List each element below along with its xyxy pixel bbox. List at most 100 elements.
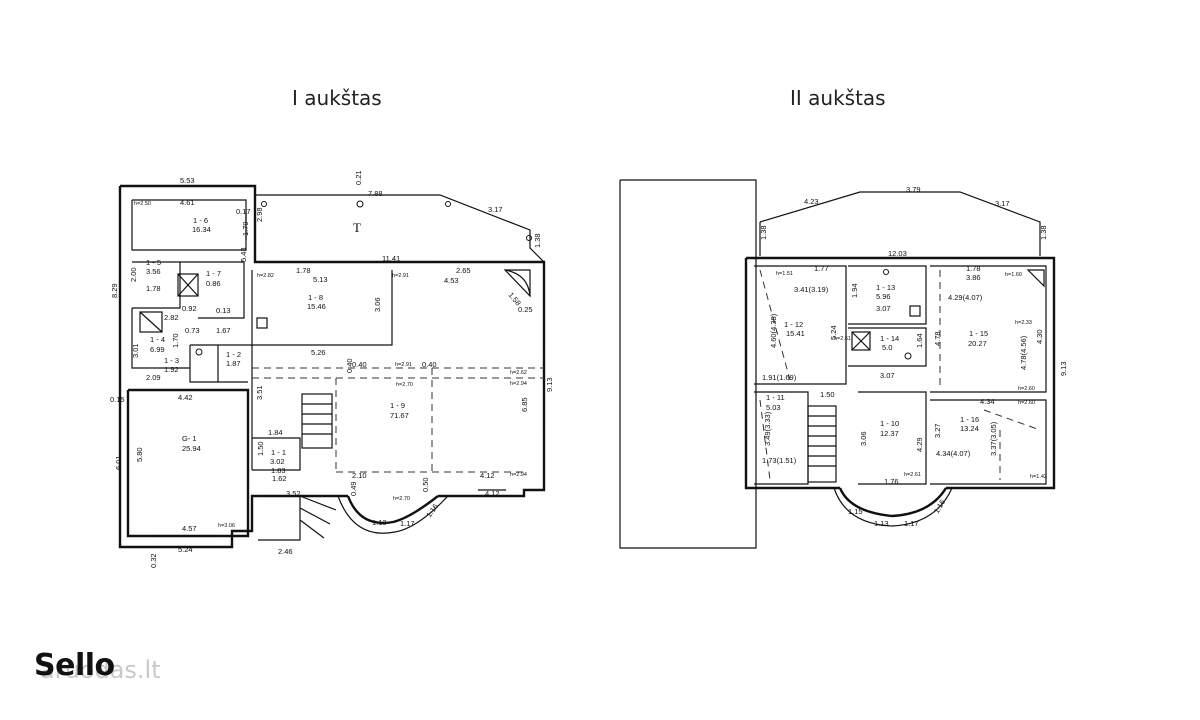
room-1-2-id: 1 - 2	[226, 350, 241, 359]
room-1-7-id: 1 - 7	[206, 269, 221, 278]
dimension: 3.07	[880, 371, 895, 380]
dimension: 1.67	[216, 326, 231, 335]
room-1-6-area: 16.34	[192, 225, 211, 234]
dimension: 1.62	[272, 474, 287, 483]
dimension: 0.92	[182, 304, 197, 313]
height-note: h=2.62	[510, 370, 527, 376]
dimension: 0.32	[149, 553, 158, 568]
dimension: 1.38	[533, 233, 542, 248]
height-note: h=2.33	[1015, 320, 1032, 326]
dimension: 3.06	[373, 297, 382, 312]
dimension: 5.26	[311, 348, 326, 357]
room-1-3-area: 1.92	[164, 365, 179, 374]
dimension: 4.60(4.38)	[769, 313, 778, 348]
dimension: 2.09	[146, 373, 161, 382]
dimension: 12.03	[888, 249, 907, 258]
dimension: 1.38	[759, 225, 768, 240]
dimension: 4.42	[178, 393, 193, 402]
room-1-3-id: 1 - 3	[164, 356, 179, 365]
dimension: 0.50	[421, 477, 430, 492]
room-1-2-area: 1.87	[226, 359, 241, 368]
room-1-4-area: 6.99	[150, 345, 165, 354]
room-1-16-id: 1 - 16	[960, 415, 979, 424]
dimension: 1.78	[296, 266, 311, 275]
dimension: 4.57	[182, 524, 197, 533]
height-note: h=2.94	[510, 472, 527, 478]
dimension: 3.52	[286, 489, 301, 498]
dimension: 5.24	[829, 325, 838, 340]
dimension: 1.73(1.51)	[762, 456, 797, 465]
dimension: 3.17	[488, 205, 503, 214]
dimension: 9.13	[545, 377, 554, 392]
dimension: 0.40	[422, 360, 437, 369]
height-note: h=1.51	[776, 271, 793, 277]
height-note: h=2.70	[393, 496, 410, 502]
dimension: 8.29	[110, 283, 119, 298]
room-g-1-area: 25.94	[182, 444, 201, 453]
dimension: 9.13	[1059, 361, 1068, 376]
floor-2-title: II aukštas	[790, 86, 886, 110]
dimension: 4.61	[180, 198, 195, 207]
terrace-label: T	[353, 220, 361, 235]
dimension: 1.84	[268, 428, 283, 437]
height-note: h=1.42	[1030, 474, 1047, 480]
room-1-1-area: 3.02	[270, 457, 285, 466]
dimension: 3.79	[906, 185, 921, 194]
dimension: 0.40	[352, 360, 367, 369]
dimension: 1.13	[874, 519, 889, 528]
dimension: 6.01	[114, 455, 123, 470]
dimension: 3.37(3.05)	[989, 421, 998, 456]
dimension: 1.17	[904, 519, 919, 528]
dimension: 0.40	[345, 358, 354, 373]
dimension: 2.82	[164, 313, 179, 322]
room-1-15-area: 20.27	[968, 339, 987, 348]
room-1-10-id: 1 - 10	[880, 419, 899, 428]
dimension: 1.38	[1039, 225, 1048, 240]
dimension: 2.10	[352, 471, 367, 480]
dimension: 4.53	[444, 276, 459, 285]
height-note: h=2.61	[904, 472, 921, 478]
dimension: 5.53	[180, 176, 195, 185]
dimension: 2.00	[129, 267, 138, 282]
dimension: 1.17	[400, 519, 415, 528]
dimension: 5.43	[239, 247, 248, 262]
room-1-11-id: 1 - 11	[766, 393, 785, 402]
height-note: h=2.61	[834, 336, 851, 342]
floor-2-plan: 1 - 12 15.41 1 - 13 5.96 1 - 14 5.0 1 - …	[619, 179, 1068, 549]
height-note: h=2.70	[396, 382, 413, 388]
dimension: 5.13	[313, 275, 328, 284]
room-1-8-area: 15.46	[307, 302, 326, 311]
room-1-8-id: 1 - 8	[308, 293, 323, 302]
dimension: 1.70	[171, 333, 180, 348]
dimension: 1.78	[146, 284, 161, 293]
sello-logo: Sello	[34, 648, 115, 683]
room-1-7-area: 0.86	[206, 279, 221, 288]
dimension: 3.27	[933, 423, 942, 438]
height-note: h=2.60	[1018, 386, 1035, 392]
dimension: 6.85	[520, 397, 529, 412]
dimension: 3.41(3.19)	[794, 285, 829, 294]
dimension: 3.49(3.33)	[763, 411, 772, 446]
room-1-9-id: 1 - 9	[390, 401, 405, 410]
room-1-5-area: 3.56	[146, 267, 161, 276]
height-note: h=2.91	[392, 273, 409, 279]
room-1-12-area: 15.41	[786, 329, 805, 338]
dimension: 3.01	[131, 343, 140, 358]
dimension: 4.12	[480, 471, 495, 480]
dimension: 1.83	[271, 466, 286, 475]
room-1-9-area: 71.67	[390, 411, 409, 420]
dimension: 0.13	[216, 306, 231, 315]
dimension: 0.49	[349, 481, 358, 496]
dimension: 2.65	[456, 266, 471, 275]
dimension: 7.88	[368, 189, 383, 198]
dimension: 1.94	[850, 283, 859, 298]
dimension: 2.98	[255, 207, 264, 222]
dimension: 0.17	[236, 207, 251, 216]
height-note: h=3.06	[218, 523, 235, 529]
dimension: 1.50	[820, 390, 835, 399]
dimension: 11.41	[382, 254, 400, 263]
height-note: h=2.60	[1018, 400, 1035, 406]
room-g-1-id: G- 1	[182, 434, 197, 443]
dimension: 4.29(4.07)	[948, 293, 983, 302]
